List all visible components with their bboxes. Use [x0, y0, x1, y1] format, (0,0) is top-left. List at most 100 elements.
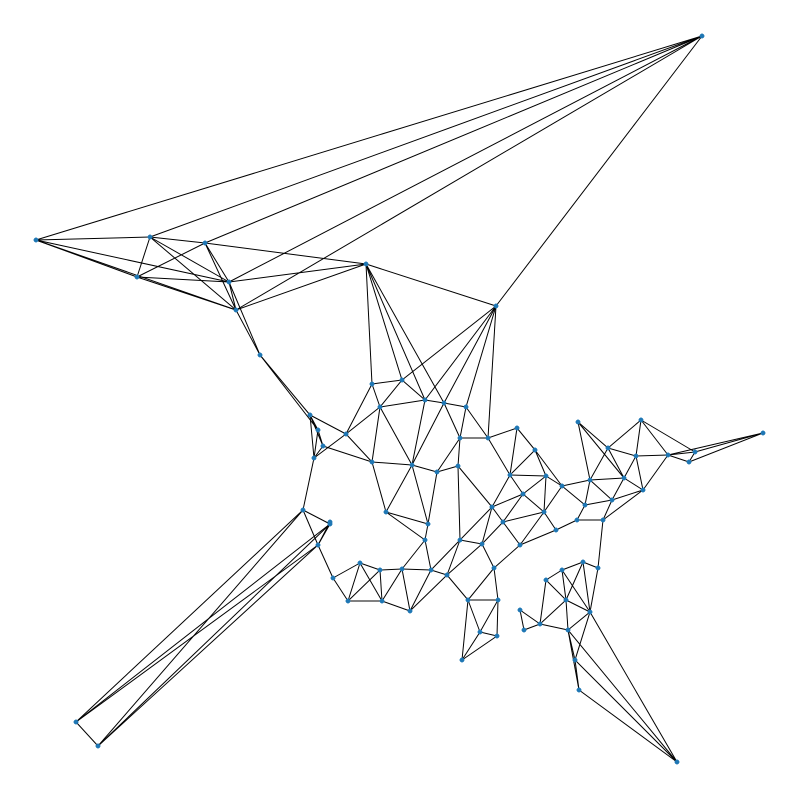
node-CK — [572, 657, 578, 663]
node-BB — [517, 542, 523, 548]
node-AQ — [428, 567, 434, 573]
edge-BL-BQ — [635, 454, 669, 457]
node-AZ — [520, 491, 526, 497]
edge-AW-AX — [509, 449, 536, 476]
edge-BJ-BK — [607, 419, 642, 449]
edge-AN-AO — [381, 568, 403, 602]
edge-AB-AU — [457, 465, 493, 508]
edge-N-O — [401, 379, 426, 401]
edge-AR-AT — [446, 543, 483, 576]
edge-CH-CJ — [565, 599, 569, 631]
edge-BX-BZ — [479, 631, 498, 637]
edge-E-F — [136, 276, 230, 283]
edge-CI-CM — [589, 611, 678, 763]
edge-K-L — [309, 414, 347, 435]
edge-AF-AH — [75, 523, 331, 723]
edge-AM-AO — [379, 569, 383, 602]
edge-H-M — [365, 263, 373, 385]
node-AX — [532, 447, 538, 453]
node-BQ — [665, 452, 671, 458]
edge-AV-AX — [516, 427, 536, 451]
edge-G-J — [235, 309, 261, 356]
edge-AX-AY — [534, 449, 547, 477]
edge-BS-BQ — [667, 432, 764, 456]
edge-AP-AQ — [409, 569, 432, 612]
edge-CF-CH — [565, 561, 584, 601]
node-B — [33, 237, 39, 243]
node-U — [315, 427, 321, 433]
edge-D-F — [204, 242, 230, 283]
edge-G-H — [235, 263, 367, 311]
node-BE — [553, 527, 559, 533]
node-Z — [409, 462, 415, 468]
edge-AR-AS — [446, 539, 461, 576]
edge-AJ-AL — [332, 577, 349, 602]
edge-AO-AP — [381, 600, 411, 612]
edge-AR-BV — [446, 574, 469, 601]
edge-I-S — [487, 305, 497, 439]
edge-AD-AE — [424, 523, 429, 541]
edge-Z-AD — [411, 464, 429, 525]
edge-J-U — [259, 354, 319, 431]
edge-BU-BV — [467, 567, 495, 601]
edge-AT-BU — [481, 543, 495, 569]
edge-CI-CJ — [567, 611, 591, 631]
edge-L-Y — [345, 433, 373, 463]
node-BP — [640, 487, 646, 493]
node-N — [399, 377, 405, 383]
edge-Z-AA — [411, 464, 438, 473]
node-R — [377, 404, 383, 410]
edge-AK-AO — [359, 562, 383, 602]
edge-BR-BS — [694, 432, 764, 453]
edge-AY-BD — [545, 475, 563, 487]
edge-CA-CC — [519, 609, 541, 625]
edge-CD-CH — [545, 579, 567, 601]
node-M — [369, 381, 375, 387]
edge-BD-BG — [561, 485, 586, 506]
edge-CE-CF — [561, 561, 584, 571]
node-BN — [609, 497, 615, 503]
node-BC — [541, 509, 547, 515]
node-CJ — [565, 627, 571, 633]
edge-BC-BD — [543, 485, 563, 513]
edge-AG-AJ — [317, 544, 334, 579]
edge-AN-AQ — [401, 568, 432, 571]
node-K — [307, 412, 313, 418]
edge-A-B — [35, 35, 703, 241]
edge-H-I — [365, 263, 497, 307]
edge-L-V — [313, 433, 347, 459]
edge-M-N — [371, 379, 403, 385]
node-BX — [477, 629, 483, 635]
edge-O-R — [379, 399, 426, 408]
node-AM — [377, 567, 383, 573]
edge-BJ-BM — [607, 447, 625, 479]
edge-U-V — [313, 429, 319, 459]
node-AR — [444, 572, 450, 578]
node-BZ — [494, 633, 500, 639]
edge-BK-BQ — [640, 419, 669, 456]
edge-BA-BC — [502, 511, 545, 523]
edge-X-AF — [302, 509, 331, 525]
edge-AU-BA — [491, 506, 504, 523]
node-CA — [517, 607, 523, 613]
edge-F-J — [228, 281, 261, 356]
edge-C-F — [149, 236, 230, 283]
edge-BK-BR — [640, 419, 696, 453]
edge-CD-CE — [545, 569, 563, 581]
node-AA — [434, 469, 440, 475]
edge-AZ-BC — [522, 493, 545, 513]
node-BH — [575, 419, 581, 425]
edge-AN-AP — [401, 568, 411, 612]
edge-R-Y — [371, 406, 381, 463]
edge-T-AB — [457, 437, 461, 467]
edge-BM-BN — [611, 477, 625, 501]
edge-BW-BX — [479, 599, 499, 633]
edge-A-D — [204, 35, 703, 244]
edge-Q-T — [459, 406, 467, 439]
edge-I-Q — [465, 305, 497, 408]
node-V — [311, 455, 317, 461]
edge-S-AV — [487, 427, 518, 439]
node-AK — [357, 560, 363, 566]
edge-CF-CG — [582, 561, 599, 569]
